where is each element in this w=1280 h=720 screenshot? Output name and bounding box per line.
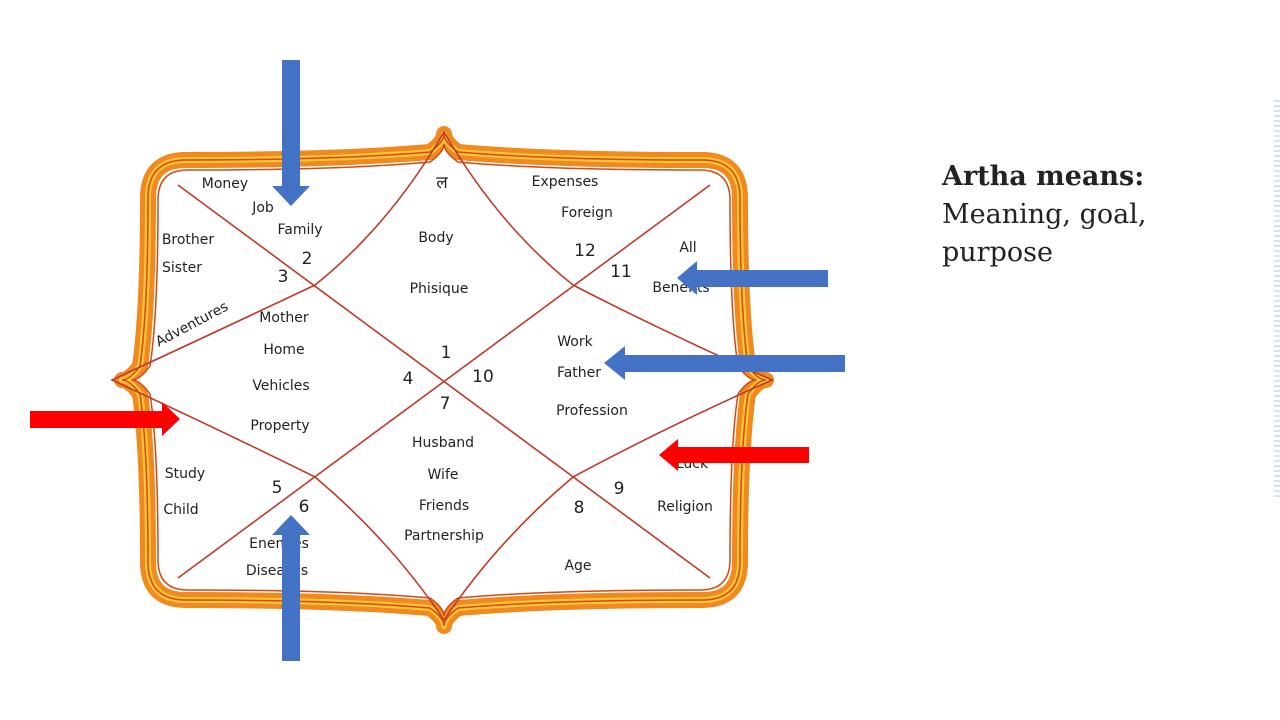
midpoint-curve-top xyxy=(314,130,574,286)
house-12: 12 Expenses Foreign xyxy=(532,174,613,261)
house-5-label-child: Child xyxy=(163,502,198,518)
arrow-left-red-house-9 xyxy=(659,439,809,471)
midpoint-curve-bottom xyxy=(314,476,574,622)
midpoint-curve-left xyxy=(110,284,316,478)
house-8-number: 8 xyxy=(574,498,585,518)
chart-frame-edge-inner xyxy=(131,143,757,617)
artha-title: Artha means: xyxy=(942,161,1145,192)
house-11-number: 11 xyxy=(610,262,632,282)
house-9-label-religion: Religion xyxy=(657,499,713,515)
house-7-number: 7 xyxy=(440,394,451,414)
arrow-left-blue-house-11 xyxy=(677,261,828,295)
house-11-label-all: All xyxy=(679,240,696,256)
artha-definition: Artha means: Meaning, goal, purpose xyxy=(942,158,1242,272)
arrow-down-blue-top xyxy=(272,60,310,206)
house-7-label-partnership: Partnership xyxy=(404,528,484,544)
house-4-label-property: Property xyxy=(250,418,309,434)
house-1-symbol: ल xyxy=(436,173,448,193)
diagonal-line-b xyxy=(177,184,711,579)
artha-meaning-line-2: purpose xyxy=(942,237,1053,268)
house-7-label-husband: Husband xyxy=(412,435,474,451)
house-2-number: 2 xyxy=(302,249,313,269)
house-1: 1 ल Body Phisique xyxy=(410,173,469,363)
house-4-label-vehicles: Vehicles xyxy=(252,378,309,394)
midpoint-curve-right xyxy=(572,284,774,478)
house-12-label-expenses: Expenses xyxy=(532,174,599,190)
house-2: 2 Money Job Family xyxy=(202,176,323,269)
right-edge-artifact xyxy=(1274,100,1280,500)
house-10-label-profession: Profession xyxy=(556,403,628,419)
arrow-up-blue-bottom xyxy=(272,515,310,661)
house-10-label-work: Work xyxy=(557,334,593,350)
arrow-overlays xyxy=(30,60,845,661)
arrow-right-red-house-4 xyxy=(30,402,180,436)
house-7-label-friends: Friends xyxy=(419,498,469,514)
house-12-number: 12 xyxy=(574,241,596,261)
house-3-label-sister: Sister xyxy=(162,260,202,276)
house-1-label-physique: Phisique xyxy=(410,281,469,297)
artha-meaning-line-1: Meaning, goal, xyxy=(942,199,1147,230)
house-4-label-mother: Mother xyxy=(259,310,309,326)
house-4: 4 Mother Home Vehicles Property xyxy=(250,310,413,434)
house-9-number: 9 xyxy=(614,479,625,499)
house-4-label-home: Home xyxy=(263,342,304,358)
house-10: 10 Work Father Profession xyxy=(472,334,628,419)
house-8: 8 Age xyxy=(564,498,591,574)
house-2-label-job: Job xyxy=(251,200,274,216)
house-7-label-wife: Wife xyxy=(428,467,459,483)
house-5-label-study: Study xyxy=(165,466,205,482)
house-1-label-body: Body xyxy=(418,230,453,246)
house-10-number: 10 xyxy=(472,367,494,387)
arrow-left-blue-house-10 xyxy=(604,346,845,380)
house-4-number: 4 xyxy=(403,369,414,389)
house-1-number: 1 xyxy=(441,343,452,363)
house-6-number: 6 xyxy=(299,497,310,517)
house-3-label-brother: Brother xyxy=(162,232,215,248)
house-5-number: 5 xyxy=(272,478,283,498)
house-10-label-father: Father xyxy=(557,365,601,381)
chart-frame-edge-outer xyxy=(121,133,767,627)
house-7: 7 Husband Wife Friends Partnership xyxy=(404,394,484,544)
house-2-label-family: Family xyxy=(277,222,322,238)
house-2-label-money: Money xyxy=(202,176,248,192)
house-12-label-foreign: Foreign xyxy=(561,205,613,221)
house-8-label-age: Age xyxy=(564,558,591,574)
house-5: 5 Study Child xyxy=(163,466,282,518)
chart-lines xyxy=(110,130,774,622)
house-3-number: 3 xyxy=(278,267,289,287)
